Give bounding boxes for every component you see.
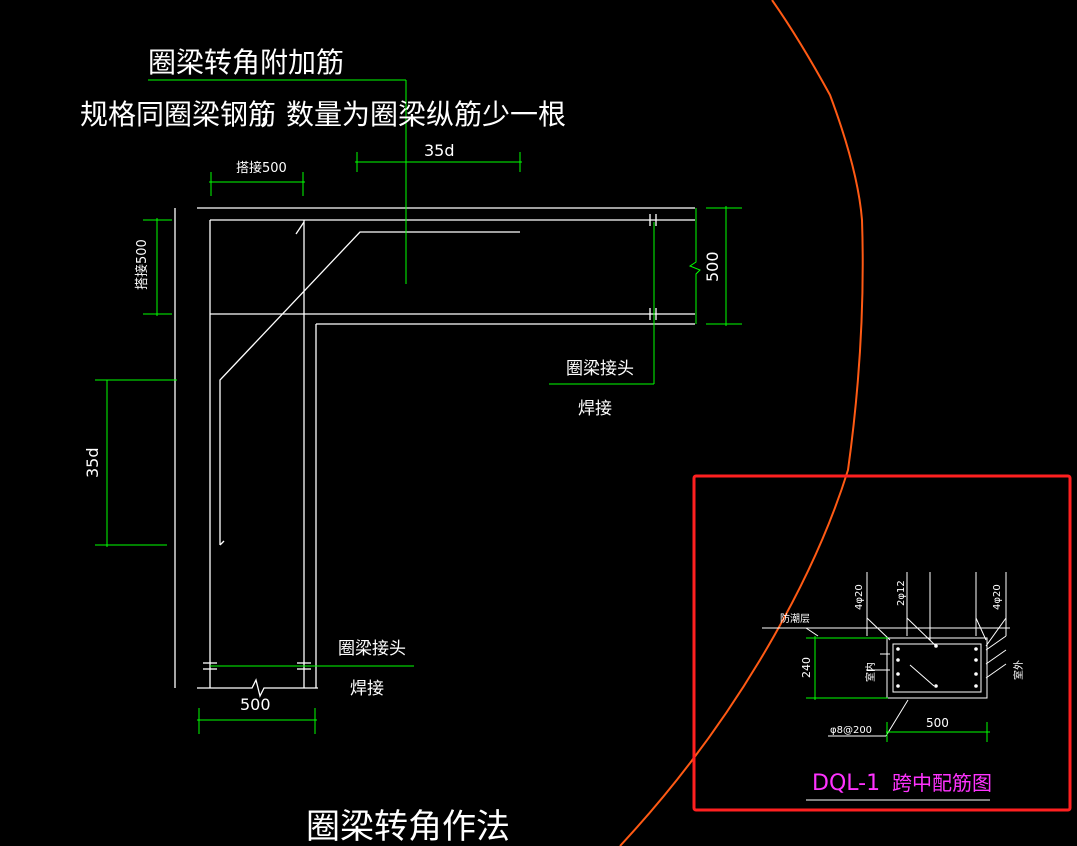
joint-right-2: 焊接 xyxy=(578,399,612,419)
detail-title-text: 跨中配筋图 xyxy=(892,771,992,795)
orange-arc xyxy=(619,0,864,846)
detail-top-right-rebar: 4φ20 xyxy=(992,584,1003,610)
detail-width-dim: 500 xyxy=(926,716,949,730)
dim-500-bottom: 500 xyxy=(240,695,271,714)
dim-lap-left: 搭接500 xyxy=(134,239,150,290)
detail-exterior: 室外 xyxy=(1012,660,1025,680)
joint-right-1: 圈梁接头 xyxy=(566,359,634,379)
corner-extra-qty: ，数量为圈梁纵筋少一根 xyxy=(258,98,566,131)
corner-extra-title: 圈梁转角附加筋 xyxy=(148,46,344,79)
dim-500-right: 500 xyxy=(703,251,722,282)
detail-waterproof: 防潮层 xyxy=(780,612,810,625)
joint-bottom-1: 圈梁接头 xyxy=(338,639,406,659)
detail-height-dim: 240 xyxy=(800,657,813,678)
detail-stirrup: φ8@200 xyxy=(830,725,872,736)
main-title: 圈梁转角作法 xyxy=(306,807,510,846)
detail-top-mid-rebar: 2φ12 xyxy=(896,580,907,606)
rebar-lines xyxy=(174,207,695,698)
dimension-lines xyxy=(95,79,742,734)
dim-35d-top: 35d xyxy=(424,141,455,160)
detail-section-lines xyxy=(762,572,1010,801)
joint-bottom-2: 焊接 xyxy=(350,679,384,699)
dim-lap-top: 搭接500 xyxy=(236,160,287,176)
detail-title-code: DQL-1 xyxy=(812,771,880,796)
corner-extra-spec: 规格同圈梁钢筋 xyxy=(80,98,276,131)
detail-top-left-rebar: 4φ20 xyxy=(854,584,865,610)
detail-interior: 室内 xyxy=(864,662,877,682)
dim-35d-left: 35d xyxy=(83,447,102,478)
selection-box[interactable] xyxy=(692,474,1072,812)
